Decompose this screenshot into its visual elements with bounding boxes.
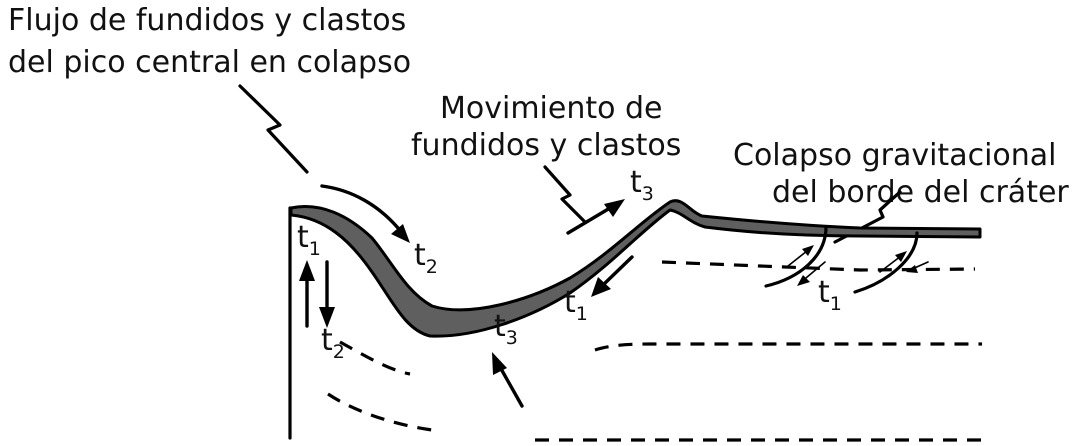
rim-collapse-label-line1: Colapso gravitacional — [733, 138, 1057, 173]
floor-uplift-arrowhead-t3 — [492, 352, 507, 375]
time-label-t1-rim: t1 — [818, 275, 842, 315]
melt-flow-arrow-t2 — [320, 184, 400, 230]
rim-fault-arc-right — [853, 231, 919, 294]
central-peak-flow-label-line1: Flujo de fundidos y clastos — [8, 3, 406, 38]
central-peak-leader-line — [238, 84, 309, 174]
time-label-t3-rim: t3 — [630, 165, 654, 205]
time-label-t2-flow: t2 — [414, 238, 438, 278]
time-label-t1-peak: t1 — [297, 220, 321, 260]
melt-upslope-arrowhead-t3 — [604, 199, 625, 217]
slip-arrow-left-down-head — [797, 275, 810, 286]
dashed-line-left-upper — [339, 340, 411, 376]
movement-leader-line — [543, 165, 587, 224]
floor-uplift-arrow-t3 — [498, 365, 524, 408]
time-label-t1-slope: t1 — [564, 285, 588, 325]
slip-arrow-right-up-head — [895, 251, 907, 262]
impact-melt-layer — [289, 199, 982, 338]
time-label-t3-floor: t3 — [494, 309, 518, 349]
time-label-t2-peak: t2 — [321, 323, 345, 363]
rim-collapse-label-line2: del borde del cráter — [772, 175, 1069, 210]
dashed-line-right — [661, 260, 976, 272]
rim-fault-arc-left — [764, 225, 828, 288]
movement-label-line1: Movimiento de — [440, 91, 663, 126]
slip-arrow-left-up-head — [802, 245, 814, 256]
dashed-line-middle — [594, 342, 982, 352]
central-peak-uplift-arrowhead — [299, 260, 315, 281]
slip-arrow-right-down-head — [906, 265, 918, 273]
central-peak-flow-label-line2: del pico central en colapso — [8, 45, 411, 80]
melt-flow-arrowhead-t2 — [391, 224, 410, 243]
dashed-line-left-lower — [327, 392, 433, 432]
melt-downslope-arrow-t1 — [601, 255, 634, 287]
melt-downslope-arrowhead-t1 — [591, 277, 611, 297]
central-peak-collapse-arrowhead — [319, 307, 335, 328]
movement-label-line2: fundidos y clastos — [411, 128, 681, 163]
melt-upslope-arrow-t3 — [566, 206, 612, 235]
